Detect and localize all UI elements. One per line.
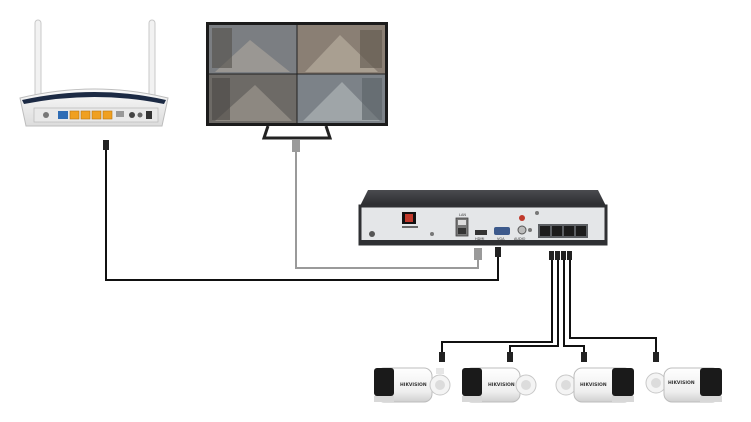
poe-connectors <box>439 251 659 362</box>
tv-monitor <box>206 22 388 140</box>
poe-cable-camera-3 <box>563 256 585 356</box>
camera-3-front <box>612 368 634 396</box>
camera-4-brand: HIKVISION <box>668 380 695 386</box>
camera-1: HIKVISION <box>374 367 451 403</box>
nvr-vga-port <box>494 227 510 235</box>
poe-cable-camera-2 <box>509 256 559 356</box>
tv-camera-views <box>209 25 385 123</box>
poe-cables <box>441 256 657 356</box>
camera-1-brand: HIKVISION <box>400 382 427 388</box>
nvr-label-vga: VGA <box>497 237 505 241</box>
nvr-label-lan: LAN <box>459 213 466 217</box>
nvr-poe-ports <box>538 224 588 238</box>
nvr-label-hdmi: HDMI <box>475 237 484 241</box>
tv-stand <box>261 125 333 140</box>
camera-4-front <box>700 368 722 396</box>
nvr-top <box>360 190 606 206</box>
camera-4: HIKVISION <box>645 367 722 403</box>
nvr-hdmi-connector <box>474 248 482 260</box>
router-wan-port <box>58 111 68 119</box>
nvr-label-audio: AUDIO <box>514 237 526 241</box>
nvr-lan-cable-connector <box>495 247 501 257</box>
cables <box>103 140 659 362</box>
camera-2-brand: HIKVISION <box>488 382 515 388</box>
nvr-audio-out <box>517 225 527 235</box>
camera-2: HIKVISION <box>462 367 537 403</box>
tv-hdmi-connector <box>292 140 300 152</box>
nvr-ground-screw <box>369 231 375 237</box>
router <box>19 19 169 127</box>
nvr: LAN HDMI VGA AUDIO <box>358 190 608 246</box>
router-lan-ports <box>69 110 113 120</box>
camera-3: HIKVISION <box>555 367 634 403</box>
camera-3-brand: HIKVISION <box>580 382 607 388</box>
nvr-hdmi-port <box>475 230 487 235</box>
router-to-nvr-cable <box>105 142 499 281</box>
camera-2-front <box>462 368 482 396</box>
camera-1-front <box>374 368 394 396</box>
poe-cable-camera-1 <box>441 256 553 356</box>
router-cable-connector <box>103 140 109 150</box>
poe-cable-camera-4 <box>569 256 657 356</box>
